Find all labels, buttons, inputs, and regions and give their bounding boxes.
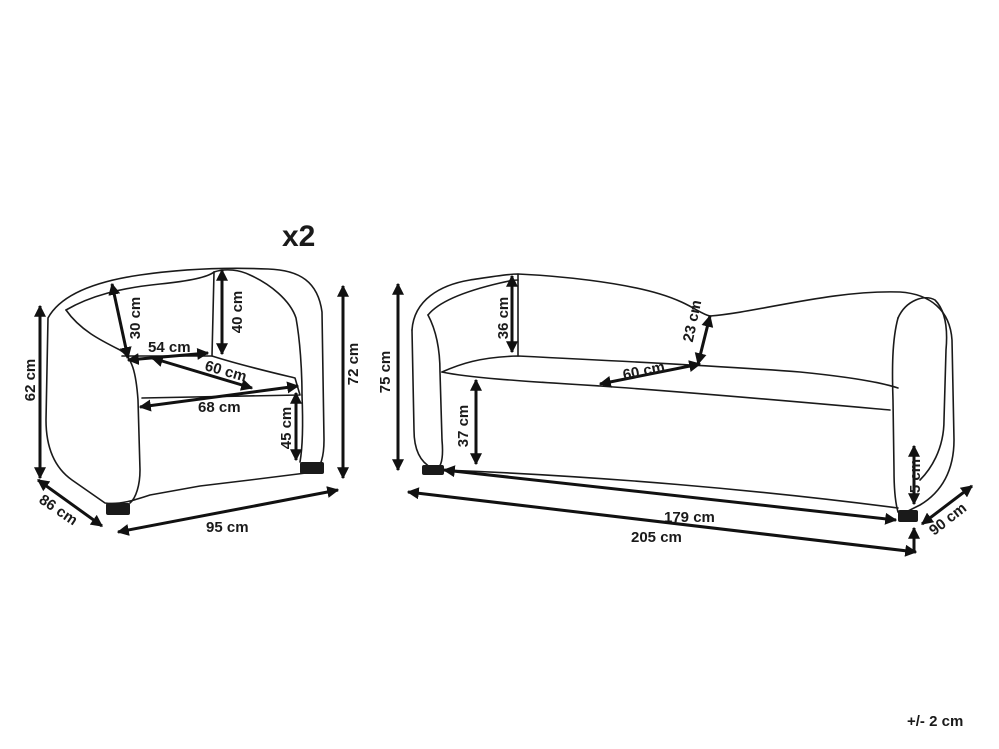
- armchair-right-arm-front: [299, 394, 304, 463]
- sofa-total-height-label: 75 cm: [377, 351, 394, 394]
- sofa-seat: [441, 355, 899, 389]
- armchair-total-height-label: 72 cm: [345, 343, 362, 386]
- sofa-right-arm-front: [891, 317, 899, 513]
- armchair-leg-front-left: [106, 503, 130, 515]
- armchair-inner-width-back-label: 54 cm: [148, 339, 191, 356]
- dim-line-sofa-back-dip: [694, 314, 714, 366]
- sofa-back-outline: [411, 273, 955, 513]
- tolerance-label: +/- 2 cm: [907, 713, 963, 730]
- armchair-dimensions: 30 cm 40 cm 54 cm 60 cm 68 cm 45 cm 62 c…: [22, 268, 362, 536]
- sofa-drawing: [411, 273, 955, 522]
- armchair-back-edge: [211, 271, 215, 357]
- sofa-seat-height-label: 37 cm: [455, 405, 472, 448]
- sofa-front-base: [443, 469, 899, 509]
- dim-line-back-depth: [108, 282, 132, 360]
- armchair-drawing: [45, 267, 325, 515]
- sofa-left-arm: [411, 314, 444, 470]
- sofa-dimensions: 75 cm 36 cm 23 cm 60 cm 37 cm 5 cm 179 c…: [377, 274, 973, 557]
- armchair-arm-height-label: 62 cm: [22, 359, 39, 402]
- sofa-leg-height-label: 5 cm: [907, 459, 924, 493]
- dim-line-sofa-depth: [921, 484, 973, 526]
- armchair-depth-label: 86 cm: [36, 491, 81, 529]
- sofa-leg-front-right: [898, 510, 918, 522]
- sofa-width-label: 205 cm: [631, 529, 682, 546]
- dim-line-sofa-seat-depth: [598, 360, 702, 388]
- armchair-width-label: 95 cm: [206, 519, 249, 536]
- dim-line-depth: [37, 478, 103, 528]
- armchair-outer-shell: [45, 267, 325, 505]
- armchair-seat-height-label: 45 cm: [278, 407, 295, 450]
- armchair-back-depth-label: 30 cm: [127, 297, 144, 340]
- sofa-back-height-label: 36 cm: [495, 297, 512, 340]
- armchair-back-height-label: 40 cm: [229, 291, 246, 334]
- armchair-seat-width-label: 68 cm: [198, 399, 241, 416]
- sofa-back-dip-label: 23 cm: [680, 298, 705, 343]
- dim-line-seat-width: [138, 381, 300, 412]
- dim-line-width: [116, 486, 340, 536]
- quantity-label: x2: [282, 220, 315, 253]
- armchair-right-arm-inner: [213, 269, 303, 396]
- armchair-leg-front-right: [300, 462, 324, 474]
- sofa-seat-front: [441, 371, 891, 411]
- sofa-right-arm: [897, 296, 948, 481]
- armchair-inner-back: [65, 271, 215, 311]
- dim-line-sofa-width: [406, 487, 918, 557]
- sofa-leg-front-left: [422, 465, 444, 475]
